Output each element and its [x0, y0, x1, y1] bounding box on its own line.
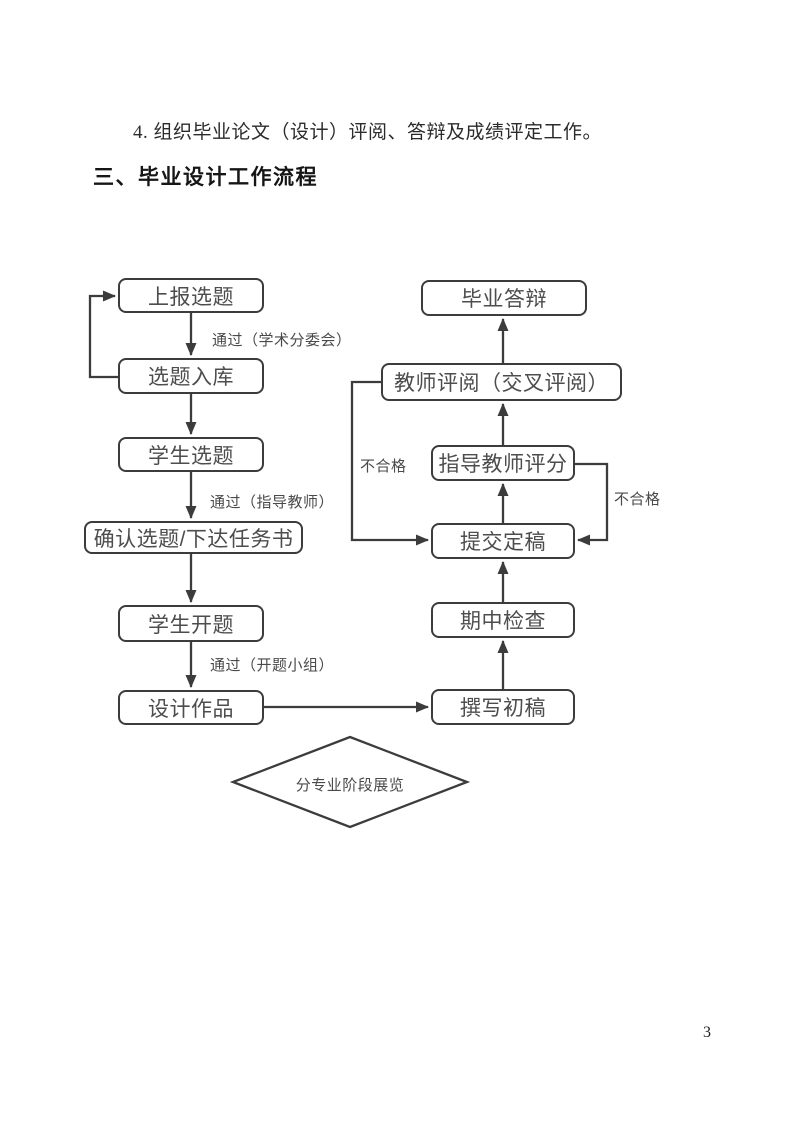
- node-student-proposal: 学生开题: [118, 605, 264, 642]
- node-teacher-review: 教师评阅（交叉评阅）: [381, 363, 622, 401]
- node-advisor-score: 指导教师评分: [431, 445, 575, 481]
- node-midterm-check: 期中检查: [431, 602, 575, 638]
- connector-fail-review-to-final: [350, 380, 429, 546]
- node-stage-exhibition-shape: [229, 735, 471, 829]
- node-topic-into-db: 选题入库: [118, 358, 264, 394]
- edge-label-pass-academic-committee: 通过（学术分委会）: [212, 332, 352, 349]
- node-defense: 毕业答辩: [421, 280, 587, 316]
- connector-fail-score-to-final: [575, 462, 609, 546]
- section-heading: 三、毕业设计工作流程: [93, 166, 318, 189]
- edge-label-fail-review: 不合格: [360, 458, 407, 475]
- node-design-work: 设计作品: [118, 690, 264, 725]
- node-confirm-topic: 确认选题/下达任务书: [84, 521, 303, 554]
- edge-label-pass-advisor: 通过（指导教师）: [210, 494, 335, 511]
- node-report-topic: 上报选题: [118, 278, 264, 313]
- page-number: 3: [703, 1024, 711, 1041]
- node-draft-writing: 撰写初稿: [431, 689, 575, 725]
- node-student-select: 学生选题: [118, 437, 264, 472]
- connector-resubmit-loop: [88, 290, 118, 379]
- paragraph-item-4: 4. 组织毕业论文（设计）评阅、答辩及成绩评定工作。: [133, 122, 603, 143]
- edge-label-fail-score: 不合格: [614, 491, 661, 508]
- node-submit-final: 提交定稿: [431, 523, 575, 559]
- edge-label-pass-proposal-group: 通过（开题小组）: [210, 657, 335, 674]
- node-stage-exhibition-label: 分专业阶段展览: [295, 777, 405, 794]
